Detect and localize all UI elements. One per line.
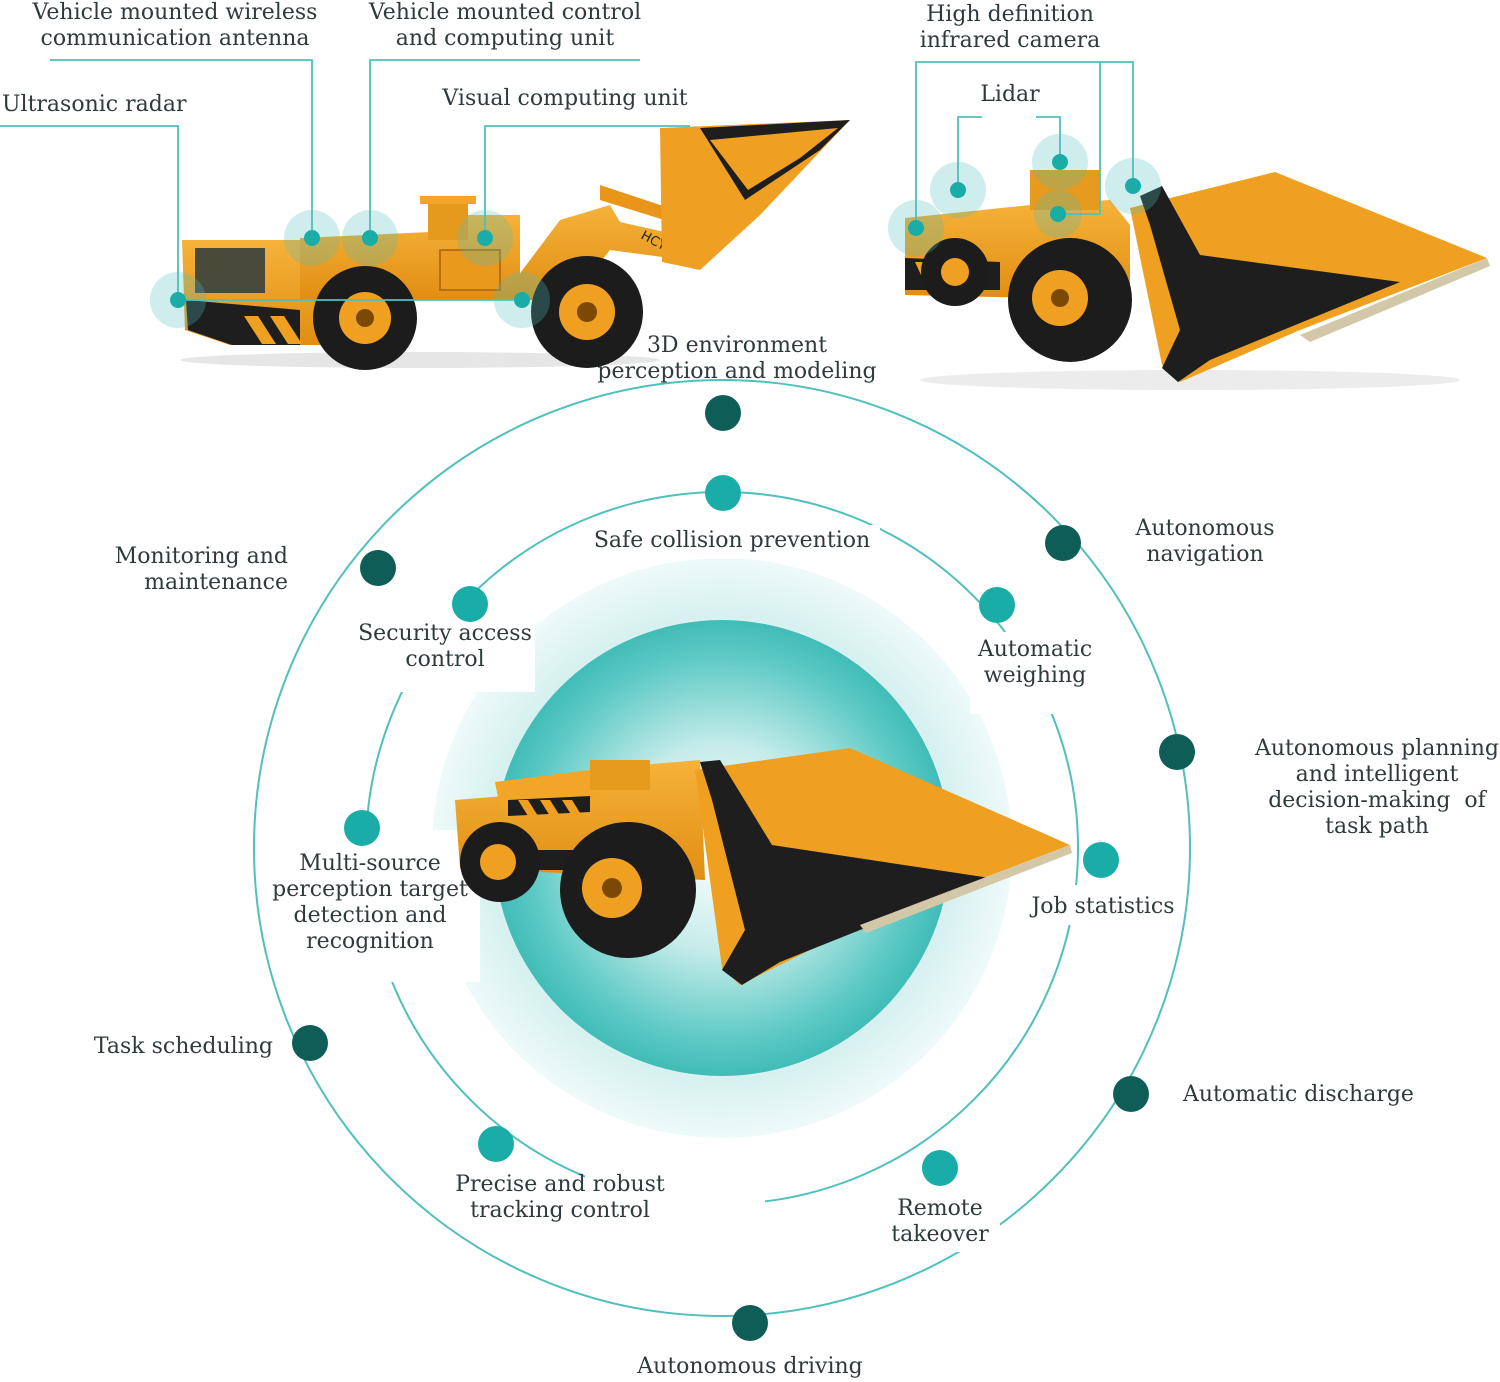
label-multisource: Multi-source perception target detection… (272, 851, 468, 954)
label-perception: 3D environment perception and modeling (597, 333, 877, 384)
label-tracking: Precise and robust tracking control (455, 1172, 665, 1223)
label-navigation: Autonomous navigation (1135, 516, 1275, 567)
rear-camera-sensor-dot (908, 220, 924, 236)
dot-weighing (979, 587, 1015, 623)
dot-tracking (478, 1126, 514, 1162)
label-infrared-camera: High definition infrared camera (919, 2, 1101, 53)
dot-multisource (344, 810, 380, 846)
outer-ring (253, 379, 1191, 1317)
label-scheduling: Task scheduling (93, 1034, 273, 1059)
loader-front-view (905, 170, 1490, 390)
dot-planning (1159, 734, 1195, 770)
inner-ring-dots (344, 475, 1119, 1186)
label-security: Security access control (358, 621, 532, 672)
label-weighing: Automatic weighing (977, 637, 1093, 688)
dot-collision (705, 475, 741, 511)
label-driving: Autonomous driving (637, 1354, 863, 1379)
loader-center-view (455, 748, 1072, 985)
ultrasonic-sensor-dot (170, 292, 186, 308)
label-lidar: Lidar (980, 82, 1040, 107)
visual-unit-sensor-dot (477, 230, 493, 246)
label-collision: Safe collision prevention (593, 528, 871, 553)
dot-navigation (1045, 525, 1081, 561)
label-planning: Autonomous planning and intelligent deci… (1255, 736, 1499, 839)
control-unit-sensor-dot (362, 230, 378, 246)
dot-discharge (1113, 1076, 1149, 1112)
label-remote: Remote takeover (891, 1196, 989, 1247)
dot-scheduling (292, 1025, 328, 1061)
front-camera-sensor-dot (1125, 178, 1141, 194)
dot-monitoring (360, 550, 396, 586)
lidar-rear-sensor-dot (950, 182, 966, 198)
leader-lines (0, 59, 1134, 301)
antenna-sensor-dot (304, 230, 320, 246)
sensor-markers (150, 134, 1161, 328)
dot-driving (732, 1305, 768, 1341)
loader-side-view: HCY-3 (180, 120, 850, 370)
dot-remote (922, 1150, 958, 1186)
label-job-stats: Job statistics (1031, 894, 1175, 919)
label-ultrasonic-radar: Ultrasonic radar (2, 92, 187, 117)
label-visual-unit: Visual computing unit (442, 86, 688, 111)
dot-security (452, 586, 488, 622)
label-wireless-antenna: Vehicle mounted wireless communication a… (32, 0, 318, 51)
label-monitoring: Monitoring and maintenance (114, 544, 288, 595)
label-discharge: Automatic discharge (1183, 1082, 1414, 1107)
lidar-top-sensor-dot (1052, 154, 1068, 170)
camera-center-sensor-dot (1050, 206, 1066, 222)
dot-perception (705, 395, 741, 431)
outer-ring-dots (292, 395, 1195, 1341)
label-control-unit: Vehicle mounted control and computing un… (368, 0, 642, 51)
dot-job-stats (1083, 842, 1119, 878)
ultrasonic-front-sensor-dot (514, 292, 530, 308)
